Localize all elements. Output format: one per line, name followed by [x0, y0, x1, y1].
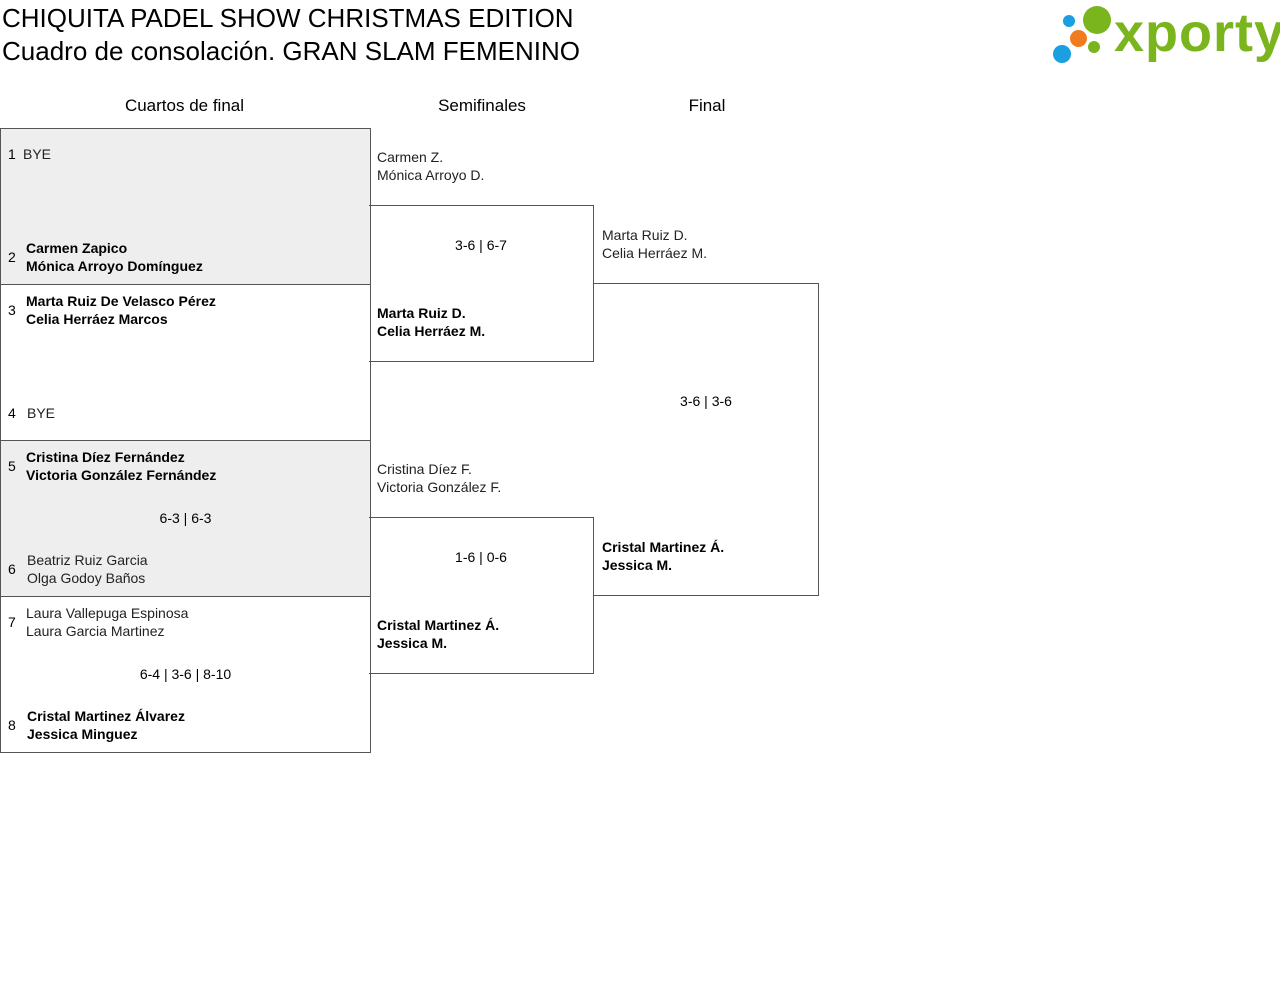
player-name: Marta Ruiz D. [602, 227, 688, 243]
team-entry-winner: Carmen Zapico Mónica Arroyo Domínguez [26, 239, 203, 275]
xporty-logo: xporty [1050, 3, 1280, 67]
round-heading-final: Final [688, 96, 726, 115]
player-name: Cristina Díez Fernández [26, 449, 185, 465]
seed-number: 3 [8, 302, 16, 318]
player-name: Victoria González F. [377, 479, 502, 495]
round-heading-quarterfinals: Cuartos de final [124, 96, 245, 115]
player-name: Jessica M. [377, 635, 448, 651]
player-name: Cristina Díez F. [377, 461, 472, 477]
page-subtitle: Cuadro de consolación. GRAN SLAM FEMENIN… [2, 36, 580, 66]
player-name: Celia Herráez M. [377, 323, 486, 339]
player-name: Jessica Minguez [27, 726, 138, 742]
seed-number: 5 [8, 458, 16, 474]
semifinal-1-team-bottom: Marta Ruiz D. Celia Herráez M. [377, 304, 485, 340]
quarterfinal-match-3: 5 Cristina Díez Fernández Victoria Gonzá… [0, 440, 371, 597]
player-name: Celia Herráez Marcos [26, 311, 168, 327]
player-name: Carmen Z. [377, 149, 444, 165]
team-entry: Laura Vallepuga Espinosa Laura Garcia Ma… [26, 604, 188, 640]
player-name: Olga Godoy Baños [27, 570, 146, 586]
semifinal-2-team-bottom: Cristal Martinez Á. Jessica M. [377, 616, 499, 652]
player-name: BYE [23, 146, 52, 162]
player-name: Mónica Arroyo Domínguez [26, 258, 203, 274]
team-entry-winner: Cristina Díez Fernández Victoria Gonzále… [26, 448, 216, 484]
logo-dot-green-small-icon [1088, 41, 1100, 53]
semifinal-match-1: 3-6 | 6-7 [369, 205, 594, 362]
team-entry-winner: Cristal Martinez Álvarez Jessica Minguez [27, 707, 185, 743]
logo-dot-blue-icon [1053, 45, 1071, 63]
quarterfinal-match-4: 7 Laura Vallepuga Espinosa Laura Garcia … [0, 596, 371, 753]
seed-number: 1 [8, 146, 16, 162]
player-name: Laura Vallepuga Espinosa [26, 605, 189, 621]
logo-text: xporty [1114, 3, 1280, 63]
team-entry-winner: Marta Ruiz De Velasco Pérez Celia Herráe… [26, 292, 216, 328]
player-name: Marta Ruiz De Velasco Pérez [26, 293, 216, 309]
team-entry: BYE [23, 145, 51, 163]
match-score: 6-4 | 3-6 | 8-10 [139, 666, 232, 682]
team-entry: Beatriz Ruiz Garcia Olga Godoy Baños [27, 551, 148, 587]
seed-number: 6 [8, 561, 16, 577]
seed-number: 7 [8, 614, 16, 630]
final-team-bottom: Cristal Martinez Á. Jessica M. [602, 538, 724, 574]
semifinal-1-team-top: Carmen Z. Mónica Arroyo D. [377, 148, 484, 184]
player-name: Cristal Martinez Á. [377, 617, 500, 633]
round-heading-semifinals: Semifinales [438, 96, 526, 115]
match-score: 1-6 | 0-6 [455, 549, 507, 565]
match-score: 3-6 | 6-7 [455, 237, 507, 253]
seed-number: 4 [8, 405, 16, 421]
player-name: Mónica Arroyo D. [377, 167, 485, 183]
semifinal-2-team-top: Cristina Díez F. Victoria González F. [377, 460, 501, 496]
logo-dot-blue-small-icon [1063, 15, 1075, 27]
match-score: 6-3 | 6-3 [159, 510, 212, 526]
player-name: Marta Ruiz D. [377, 305, 466, 321]
player-name: BYE [27, 405, 56, 421]
seed-number: 2 [8, 249, 16, 265]
player-name: Jessica M. [602, 557, 673, 573]
player-name: Laura Garcia Martinez [26, 623, 165, 639]
player-name: Beatriz Ruiz Garcia [27, 552, 148, 568]
quarterfinal-match-2: 3 Marta Ruiz De Velasco Pérez Celia Herr… [0, 284, 371, 441]
final-match: 3-6 | 3-6 [594, 283, 819, 596]
logo-dot-green-icon [1083, 6, 1111, 34]
seed-number: 8 [8, 717, 16, 733]
player-name: Carmen Zapico [26, 240, 128, 256]
player-name: Celia Herráez M. [602, 245, 708, 261]
match-score: 3-6 | 3-6 [680, 393, 732, 409]
player-name: Victoria González Fernández [26, 467, 217, 483]
player-name: Cristal Martinez Álvarez [27, 708, 185, 724]
final-team-top: Marta Ruiz D. Celia Herráez M. [602, 226, 707, 262]
page-title: CHIQUITA PADEL SHOW CHRISTMAS EDITION [2, 3, 574, 33]
semifinal-match-2: 1-6 | 0-6 [369, 517, 594, 674]
logo-dot-orange-icon [1070, 30, 1087, 47]
quarterfinal-match-1: 1 BYE 2 Carmen Zapico Mónica Arroyo Domí… [0, 128, 371, 285]
player-name: Cristal Martinez Á. [602, 539, 725, 555]
team-entry: BYE [27, 404, 55, 422]
